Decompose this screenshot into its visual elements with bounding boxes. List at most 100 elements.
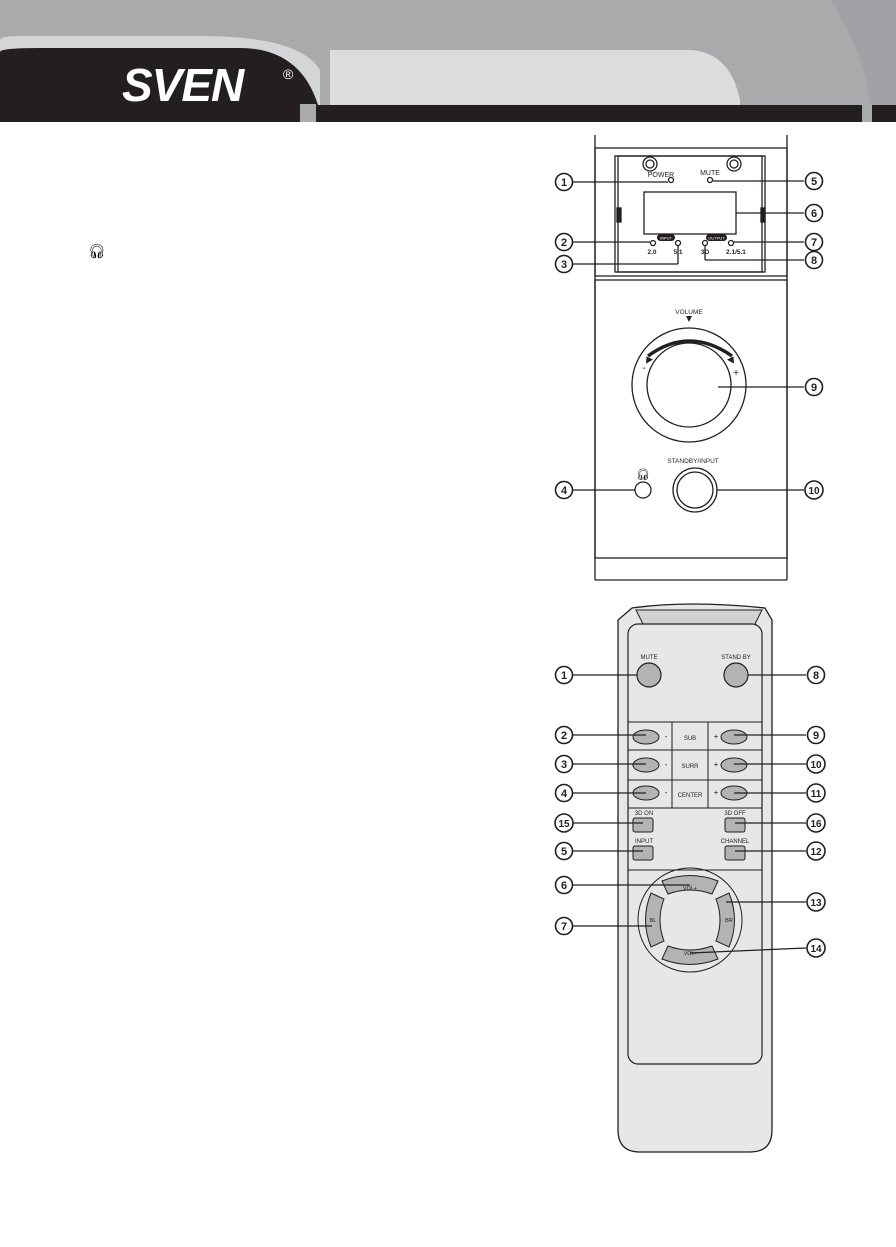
remote-callout-1: 1 [554, 665, 574, 685]
svg-text:11: 11 [811, 789, 822, 800]
input-badge [657, 234, 675, 241]
output-badge-label: OUTPUT [708, 236, 725, 241]
svg-text:1: 1 [561, 670, 567, 682]
svg-text:10: 10 [808, 486, 820, 497]
input-label: INPUT [635, 839, 653, 845]
callout-7: 7 [804, 232, 824, 252]
bl-label: BL [650, 918, 657, 924]
svg-text:6: 6 [811, 208, 817, 220]
3d-on-button[interactable] [632, 817, 654, 833]
header-graphic [0, 0, 896, 122]
output-badge [706, 234, 727, 241]
svg-text:4: 4 [561, 485, 568, 497]
input-badge-label: INPUT [660, 236, 673, 241]
surr-minus-label: - [665, 760, 668, 769]
svg-text:2: 2 [561, 730, 567, 742]
center-minus-label: - [665, 788, 668, 797]
callout-8: 8 [804, 250, 824, 270]
callout-1: 1 [554, 172, 574, 192]
remote-callout-5: 5 [554, 841, 574, 861]
remote-control-grid [627, 721, 763, 871]
svg-text:14: 14 [810, 944, 822, 955]
volume-minus-label: - [642, 363, 645, 374]
headphones-panel-icon: 🎧︎ [636, 468, 650, 481]
registered-mark: ® [283, 66, 294, 82]
standby-input-button[interactable] [672, 467, 718, 513]
brand-logo: SVEN [122, 59, 244, 111]
remote-callout-11: 11 [806, 783, 826, 803]
3d-off-button[interactable] [724, 817, 746, 833]
surr-label: SURR [681, 764, 699, 770]
3d-off-label: 3D OFF [724, 811, 746, 817]
input-2-0-label: 2.0 [647, 249, 656, 256]
svg-text:9: 9 [813, 730, 819, 742]
callout-9: 9 [804, 377, 824, 397]
svg-text:7: 7 [811, 237, 817, 249]
control-panel [594, 279, 788, 559]
power-led [667, 176, 675, 184]
callout-2: 2 [554, 232, 574, 252]
center-label: CENTER [678, 793, 703, 799]
display-panel [594, 147, 788, 277]
svg-text:16: 16 [810, 819, 822, 830]
page-header: SVEN ® [0, 0, 896, 122]
surr-minus-button[interactable] [632, 757, 660, 773]
svg-text:1: 1 [561, 177, 567, 189]
remote-callout-4: 4 [554, 783, 574, 803]
sub-plus-button[interactable] [720, 729, 748, 745]
headphone-jack [634, 481, 652, 499]
remote-standby-label: STAND BY [721, 655, 751, 661]
svg-text:15: 15 [558, 819, 570, 830]
remote-callout-9: 9 [806, 725, 826, 745]
front-panel-diagram: INPUT OUTPUT POWER MUTE 2.0 5.1 3D 2.1/5… [554, 135, 824, 581]
br-button[interactable] [715, 892, 735, 948]
standby-input-label: STANDBY/INPUT [667, 458, 719, 465]
callout-6: 6 [804, 203, 824, 223]
remote-callout-14: 14 [806, 938, 826, 958]
bl-button[interactable] [645, 892, 665, 948]
input-button[interactable] [632, 845, 654, 861]
vol-down-label: VOL- [684, 951, 697, 957]
svg-text:13: 13 [810, 898, 822, 909]
input-2-0-led [649, 239, 657, 247]
sub-minus-button[interactable] [632, 729, 660, 745]
callout-10: 10 [804, 480, 824, 500]
svg-text:2: 2 [561, 237, 567, 249]
svg-text:8: 8 [813, 670, 819, 682]
dpad-ring [637, 867, 743, 973]
volume-knob[interactable] [646, 342, 732, 428]
svg-text:12: 12 [810, 847, 822, 858]
svg-text:5: 5 [561, 846, 567, 858]
volume-plus-label: + [733, 368, 739, 379]
channel-label: CHANNEL [721, 839, 750, 845]
surr-plus-button[interactable] [720, 757, 748, 773]
3d-on-label: 3D ON [635, 811, 653, 817]
channel-button[interactable] [724, 845, 746, 861]
remote-standby-button[interactable] [723, 662, 749, 688]
sub-plus-label: + [714, 732, 719, 741]
input-5-1-label: 5.1 [673, 249, 682, 256]
center-plus-label: + [714, 788, 719, 797]
mute-label: MUTE [700, 170, 720, 177]
output-2-1-led [727, 239, 735, 247]
vol-up-label: VOL+ [683, 886, 697, 892]
output-3d-led [701, 239, 709, 247]
output-3d-label: 3D [701, 249, 710, 256]
svg-text:3: 3 [561, 759, 567, 771]
input-5-1-led [674, 239, 682, 247]
remote-mute-button[interactable] [636, 662, 662, 688]
callout-3: 3 [554, 254, 574, 274]
svg-text:4: 4 [561, 788, 568, 800]
callout-4: 4 [554, 480, 574, 500]
remote-callout-8: 8 [806, 665, 826, 685]
volume-ring [631, 327, 747, 443]
vol-down-button[interactable] [661, 945, 719, 965]
led-display [643, 191, 737, 235]
headphones-icon: 🎧︎ [88, 244, 106, 260]
svg-text:9: 9 [811, 382, 817, 394]
svg-text:3: 3 [561, 259, 567, 271]
remote-callout-6: 6 [554, 875, 574, 895]
remote-callout-15: 15 [554, 813, 574, 833]
br-label: BR [725, 918, 733, 924]
sub-minus-label: - [665, 732, 668, 741]
